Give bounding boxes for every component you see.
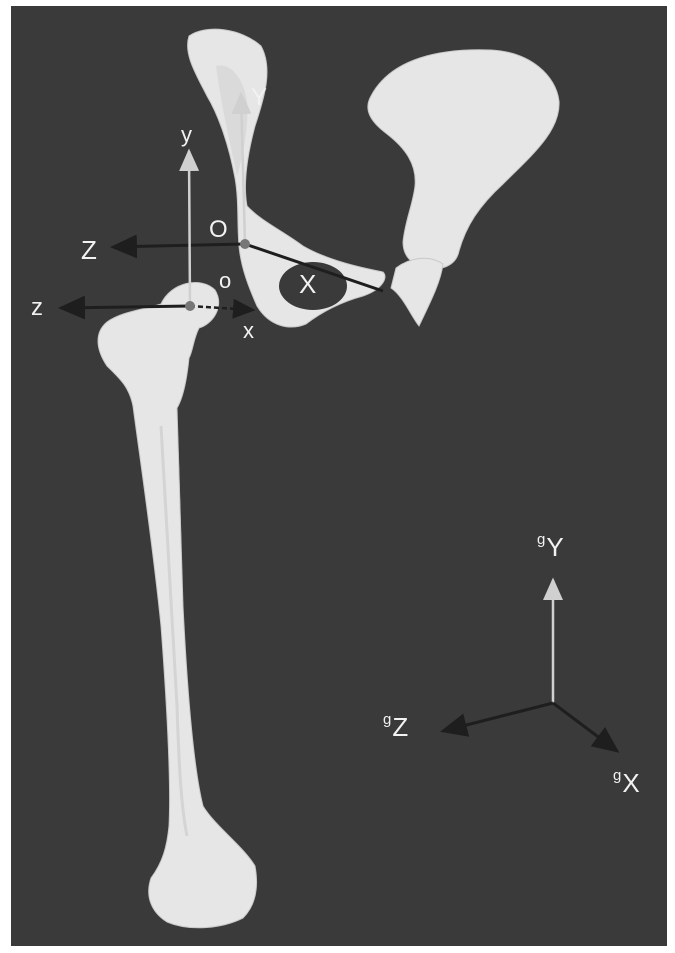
femur-z-label: z <box>31 296 43 320</box>
pelvis-x-label: X <box>299 271 316 297</box>
global-axes <box>443 580 617 751</box>
pelvis-origin-dot <box>240 239 250 249</box>
global-x-axis <box>553 703 617 751</box>
global-z-label: gZ <box>383 714 408 740</box>
femur-z-axis <box>61 306 190 308</box>
pelvis-z-axis <box>113 244 245 247</box>
anatomy-scene <box>11 6 667 946</box>
femur-bone <box>98 282 257 927</box>
femur-y-axis <box>189 151 190 306</box>
render-viewport: Y O Z X y o z x gY gZ gX <box>11 6 667 946</box>
global-x-label: gX <box>613 770 640 796</box>
pelvis-y-label: Y <box>251 86 267 110</box>
femur-origin-label: o <box>219 270 231 292</box>
global-z-axis <box>443 703 553 731</box>
femur-x-label: x <box>243 320 254 342</box>
pelvis-z-label: Z <box>81 237 97 263</box>
pelvis-origin-label: O <box>209 218 228 242</box>
femur-origin-dot <box>185 301 195 311</box>
global-y-label: gY <box>537 534 564 560</box>
femur-y-label: y <box>181 124 192 146</box>
pelvis-right-bone <box>368 50 559 326</box>
